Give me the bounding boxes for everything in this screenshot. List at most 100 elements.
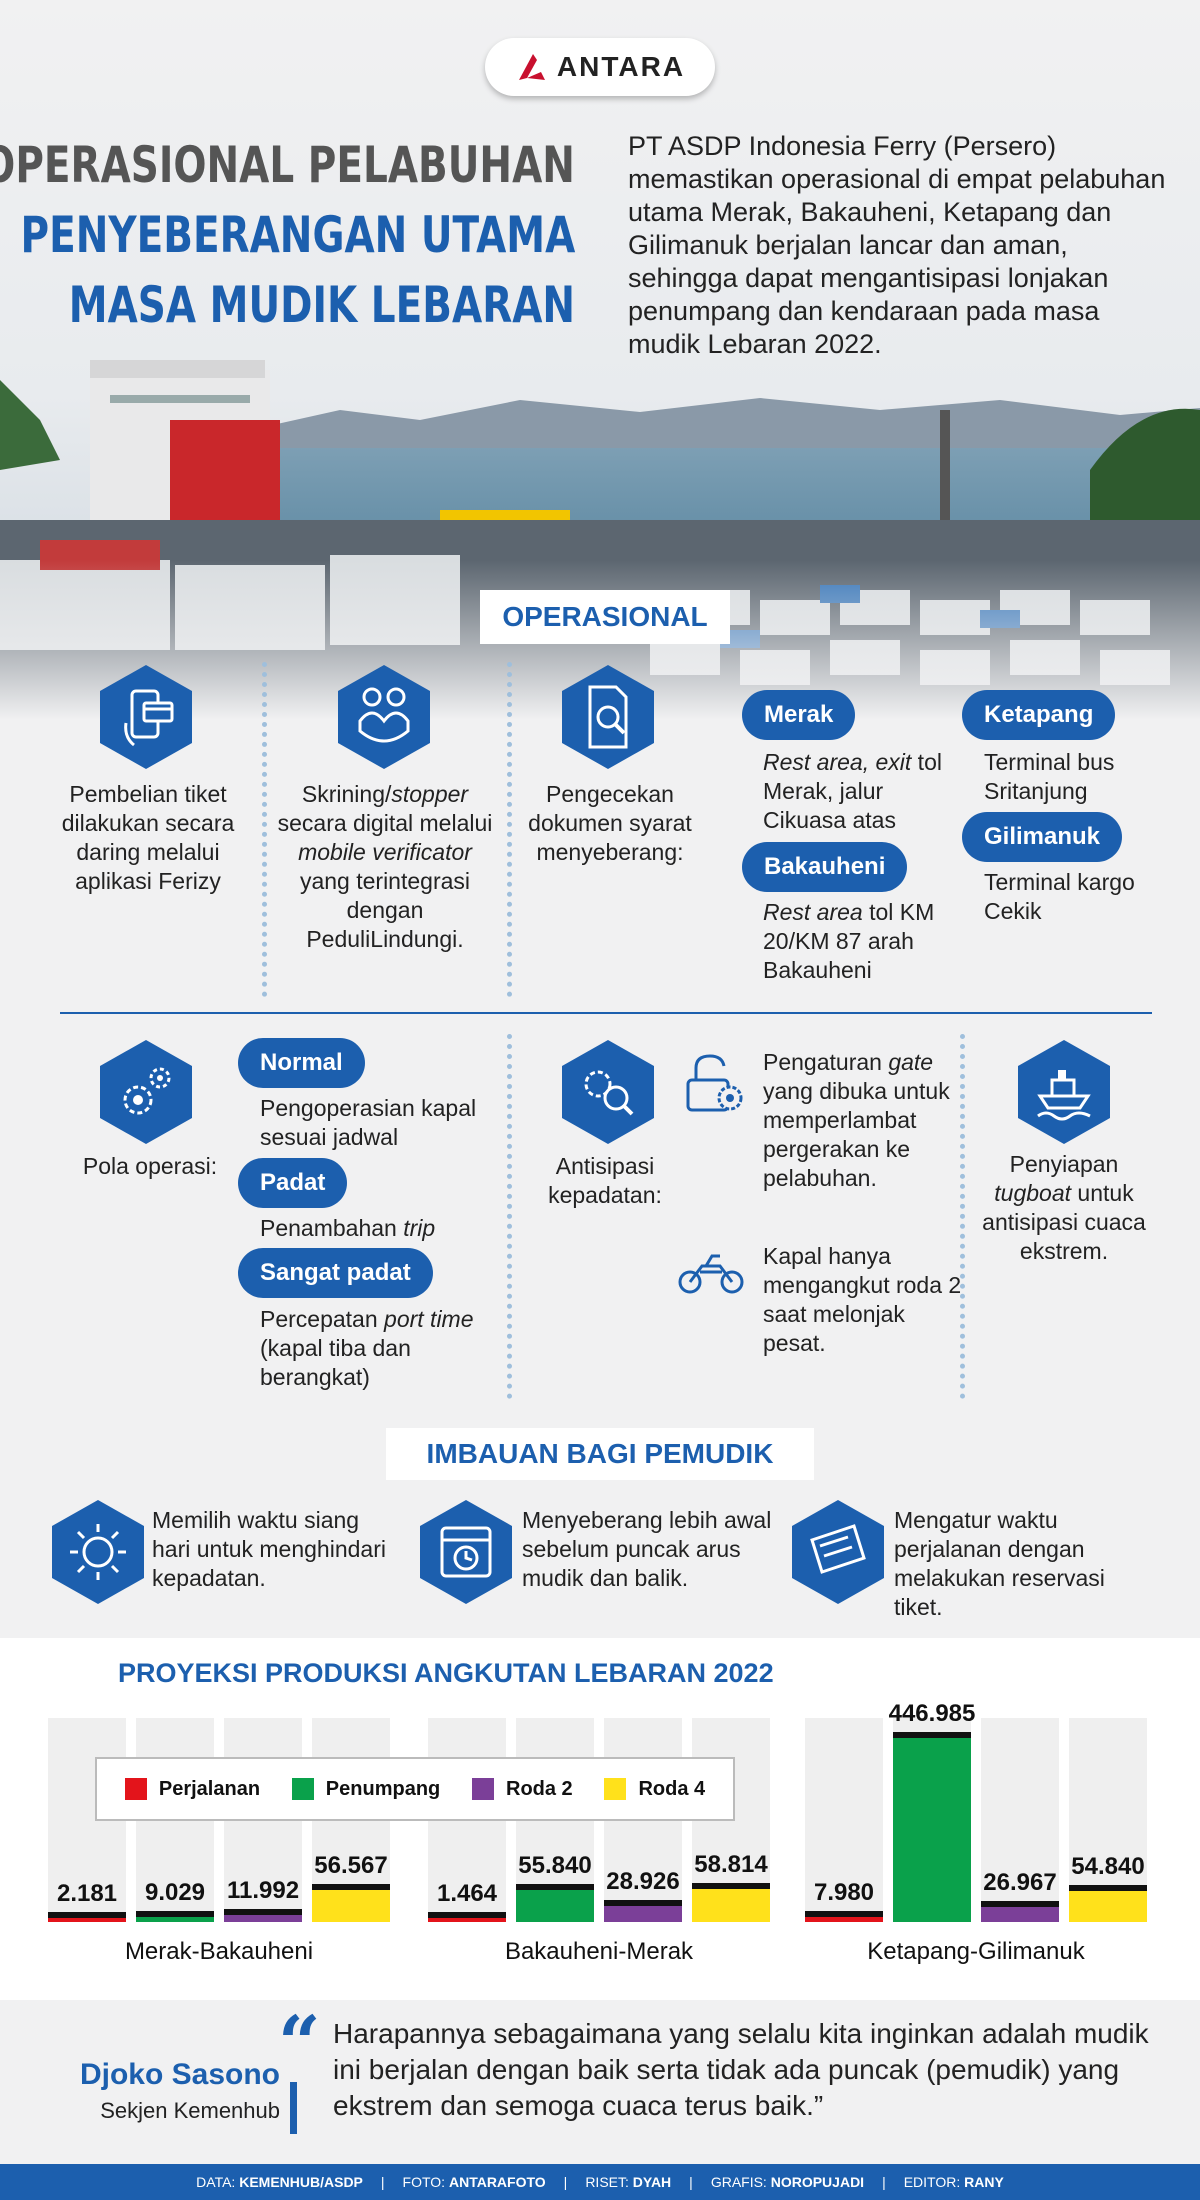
legend-swatch-penumpang bbox=[291, 1778, 314, 1800]
credits-footer: DATA: KEMENHUB/ASDP | FOTO: ANTARAFOTO | R… bbox=[0, 2164, 1200, 2200]
credit-grafis-value: NOROPUJADI bbox=[770, 2174, 865, 2190]
legend-item-penumpang: Penumpang bbox=[291, 1777, 441, 1801]
credit-sep: | bbox=[563, 2174, 568, 2190]
ticket-text: Pembelian tiket dilakukan secara daring … bbox=[61, 781, 235, 894]
location-text-merak: Rest area, exit tol Merak, jalur Cikuasa… bbox=[763, 748, 968, 835]
credit-riset-value: DYAH bbox=[632, 2174, 672, 2190]
quote-author-name: Djoko Sasono bbox=[79, 2058, 280, 2091]
location-em-merak: Rest area, exit bbox=[763, 749, 912, 775]
section-divider bbox=[60, 1012, 1152, 1014]
location-pill-bakauheni: Bakauheni bbox=[742, 842, 908, 892]
location-detail-bakauheni: tol KM 20/KM 87 arah Bakauheni bbox=[763, 899, 935, 983]
tugboat-text: Penyiapan tugboat untuk antisipasi cuaca… bbox=[976, 1150, 1152, 1266]
page-title-line-3: MASA MUDIK LEBARAN bbox=[68, 276, 575, 334]
quote-text: Harapannya sebagaimana yang selalu kita … bbox=[333, 2018, 1149, 2121]
page-title-line-2: PENYEBERANGAN UTAMA bbox=[20, 206, 575, 264]
location-pill-merak: Merak bbox=[742, 690, 856, 740]
ticket-icon bbox=[792, 1500, 884, 1604]
screening-em2: mobile verificator bbox=[298, 839, 472, 865]
screening-mid: secara digital melalui bbox=[277, 810, 493, 836]
location-text-bakauheni: Rest area tol KM 20/KM 87 arah Bakauheni bbox=[763, 898, 968, 985]
credit-editor: EDITOR: RANY bbox=[904, 2174, 1004, 2190]
legend-swatch-roda-4 bbox=[604, 1778, 627, 1800]
gear-search-icon bbox=[562, 1040, 654, 1144]
antisipasi-gate-text: Pengaturan gate yang dibuka untuk memper… bbox=[763, 1048, 963, 1193]
credit-riset-label: RISET: bbox=[585, 2174, 629, 2190]
location-pill-ketapang: Ketapang bbox=[962, 690, 1116, 740]
imbauan-text-3: Mengatur waktu perjalanan dengan melakuk… bbox=[894, 1507, 1105, 1620]
legend-label-roda-4: Roda 4 bbox=[638, 1777, 706, 1800]
calendar-clock-icon bbox=[420, 1500, 512, 1604]
credit-riset: RISET: DYAH bbox=[585, 2174, 671, 2190]
mode-text-normal: Pengoperasian kapal sesuai jadwal bbox=[260, 1095, 477, 1150]
legend-label-perjalanan: Perjalanan bbox=[158, 1777, 261, 1800]
mode-text-padat-main: Penambahan bbox=[260, 1215, 404, 1241]
mode-pill-sangat-padat: Sangat padat bbox=[238, 1248, 433, 1298]
location-detail-merak: tol Merak, jalur Cikuasa atas bbox=[763, 749, 942, 833]
screening-text: Skrining/stopper secara digital melalui … bbox=[275, 780, 495, 954]
mode-text-sangat-padat-post: (kapal tiba dan berangkat) bbox=[260, 1335, 411, 1390]
antara-logo-icon bbox=[518, 54, 545, 80]
imbauan-text-1: Memilih waktu siang hari untuk menghinda… bbox=[152, 1507, 386, 1591]
tugboat-post: untuk antisipasi cuaca ekstrem. bbox=[982, 1180, 1146, 1264]
antisipasi-gate-pre: Pengaturan bbox=[763, 1049, 889, 1075]
ship-icon bbox=[1018, 1040, 1110, 1144]
location-em-bakauheni: Rest area bbox=[763, 899, 863, 925]
dotted-divider bbox=[507, 1034, 512, 1399]
page-title-line-1: OPERASIONAL PELABUHAN bbox=[0, 136, 575, 194]
mode-text-sangat-padat-main: Percepatan bbox=[260, 1306, 385, 1332]
mode-text-padat: Penambahan trip bbox=[260, 1214, 500, 1243]
antisipasi-label: Antisipasi kepadatan: bbox=[548, 1153, 662, 1208]
mode-pill-padat: Padat bbox=[238, 1158, 348, 1208]
mode-pill-normal: Normal bbox=[238, 1038, 365, 1088]
credit-editor-label: EDITOR: bbox=[903, 2174, 961, 2190]
quote-section bbox=[0, 2000, 1200, 2164]
intro-paragraph: PT ASDP Indonesia Ferry (Persero) memast… bbox=[628, 131, 1166, 359]
antisipasi-motor-text: Kapal hanya mengangkut roda 2 saat melon… bbox=[763, 1243, 962, 1356]
credit-grafis: GRAFIS: NOROPUJADI bbox=[711, 2174, 864, 2190]
credit-data: DATA: KEMENHUB/ASDP bbox=[196, 2174, 363, 2190]
hero-photo bbox=[0, 0, 1200, 720]
antisipasi-gate-post: yang dibuka untuk memperlambat pergeraka… bbox=[763, 1078, 950, 1191]
location-text-gilimanuk: Terminal kargo Cekik bbox=[984, 869, 1135, 924]
credit-foto-label: FOTO: bbox=[402, 2174, 446, 2190]
chart-legend: Perjalanan Penumpang Roda 2 Roda 4 bbox=[95, 1757, 735, 1821]
people-shield-icon bbox=[338, 665, 430, 769]
credit-sep: | bbox=[380, 2174, 385, 2190]
screening-post: yang terintegrasi dengan PeduliLindungi. bbox=[299, 868, 471, 952]
credit-foto: FOTO: ANTARAFOTO bbox=[403, 2174, 546, 2190]
credit-data-label: DATA: bbox=[196, 2174, 236, 2190]
screening-em1: stopper bbox=[391, 781, 469, 807]
quote-author-role: Sekjen Kemenhub bbox=[100, 2098, 280, 2123]
legend-swatch-roda-2 bbox=[472, 1778, 494, 1800]
dotted-divider bbox=[507, 662, 512, 997]
mode-text-sangat-padat-em: port time bbox=[384, 1306, 474, 1332]
pola-label: Pola operasi: bbox=[82, 1153, 218, 1179]
dotted-divider bbox=[960, 1034, 965, 1399]
legend-label-penumpang: Penumpang bbox=[325, 1777, 441, 1800]
legend-swatch-perjalanan bbox=[124, 1778, 147, 1800]
location-text-ketapang: Terminal bus Sritanjung bbox=[984, 749, 1115, 804]
chart-title: PROYEKSI PRODUKSI ANGKUTAN LEBARAN 2022 bbox=[118, 1658, 774, 1688]
gears-icon bbox=[100, 1040, 192, 1144]
motorcycle-icon bbox=[678, 1254, 744, 1294]
credit-editor-value: RANY bbox=[964, 2174, 1004, 2190]
legend-label-roda-2: Roda 2 bbox=[506, 1777, 573, 1800]
legend-item-roda-2: Roda 2 bbox=[472, 1778, 573, 1801]
dotted-divider bbox=[262, 662, 267, 997]
antara-logo-text: ANTARA bbox=[556, 51, 686, 82]
antisipasi-gate-em: gate bbox=[888, 1049, 934, 1075]
tugboat-pre: Penyiapan bbox=[1009, 1151, 1119, 1177]
operasional-heading: OPERASIONAL bbox=[480, 590, 730, 644]
legend-item-roda-4: Roda 4 bbox=[604, 1778, 705, 1801]
phone-card-icon bbox=[100, 665, 192, 769]
credit-foto-value: ANTARAFOTO bbox=[448, 2174, 546, 2190]
screening-pre: Skrining/ bbox=[301, 781, 392, 807]
credit-grafis-label: GRAFIS: bbox=[710, 2174, 767, 2190]
credit-sep: | bbox=[882, 2174, 886, 2190]
document-search-icon bbox=[562, 665, 654, 769]
mode-text-padat-em: trip bbox=[403, 1215, 436, 1241]
credit-data-value: KEMENHUB/ASDP bbox=[239, 2174, 363, 2190]
credit-sep: | bbox=[689, 2174, 693, 2190]
imbauan-text-2: Menyeberang lebih awal sebelum puncak ar… bbox=[522, 1507, 772, 1591]
